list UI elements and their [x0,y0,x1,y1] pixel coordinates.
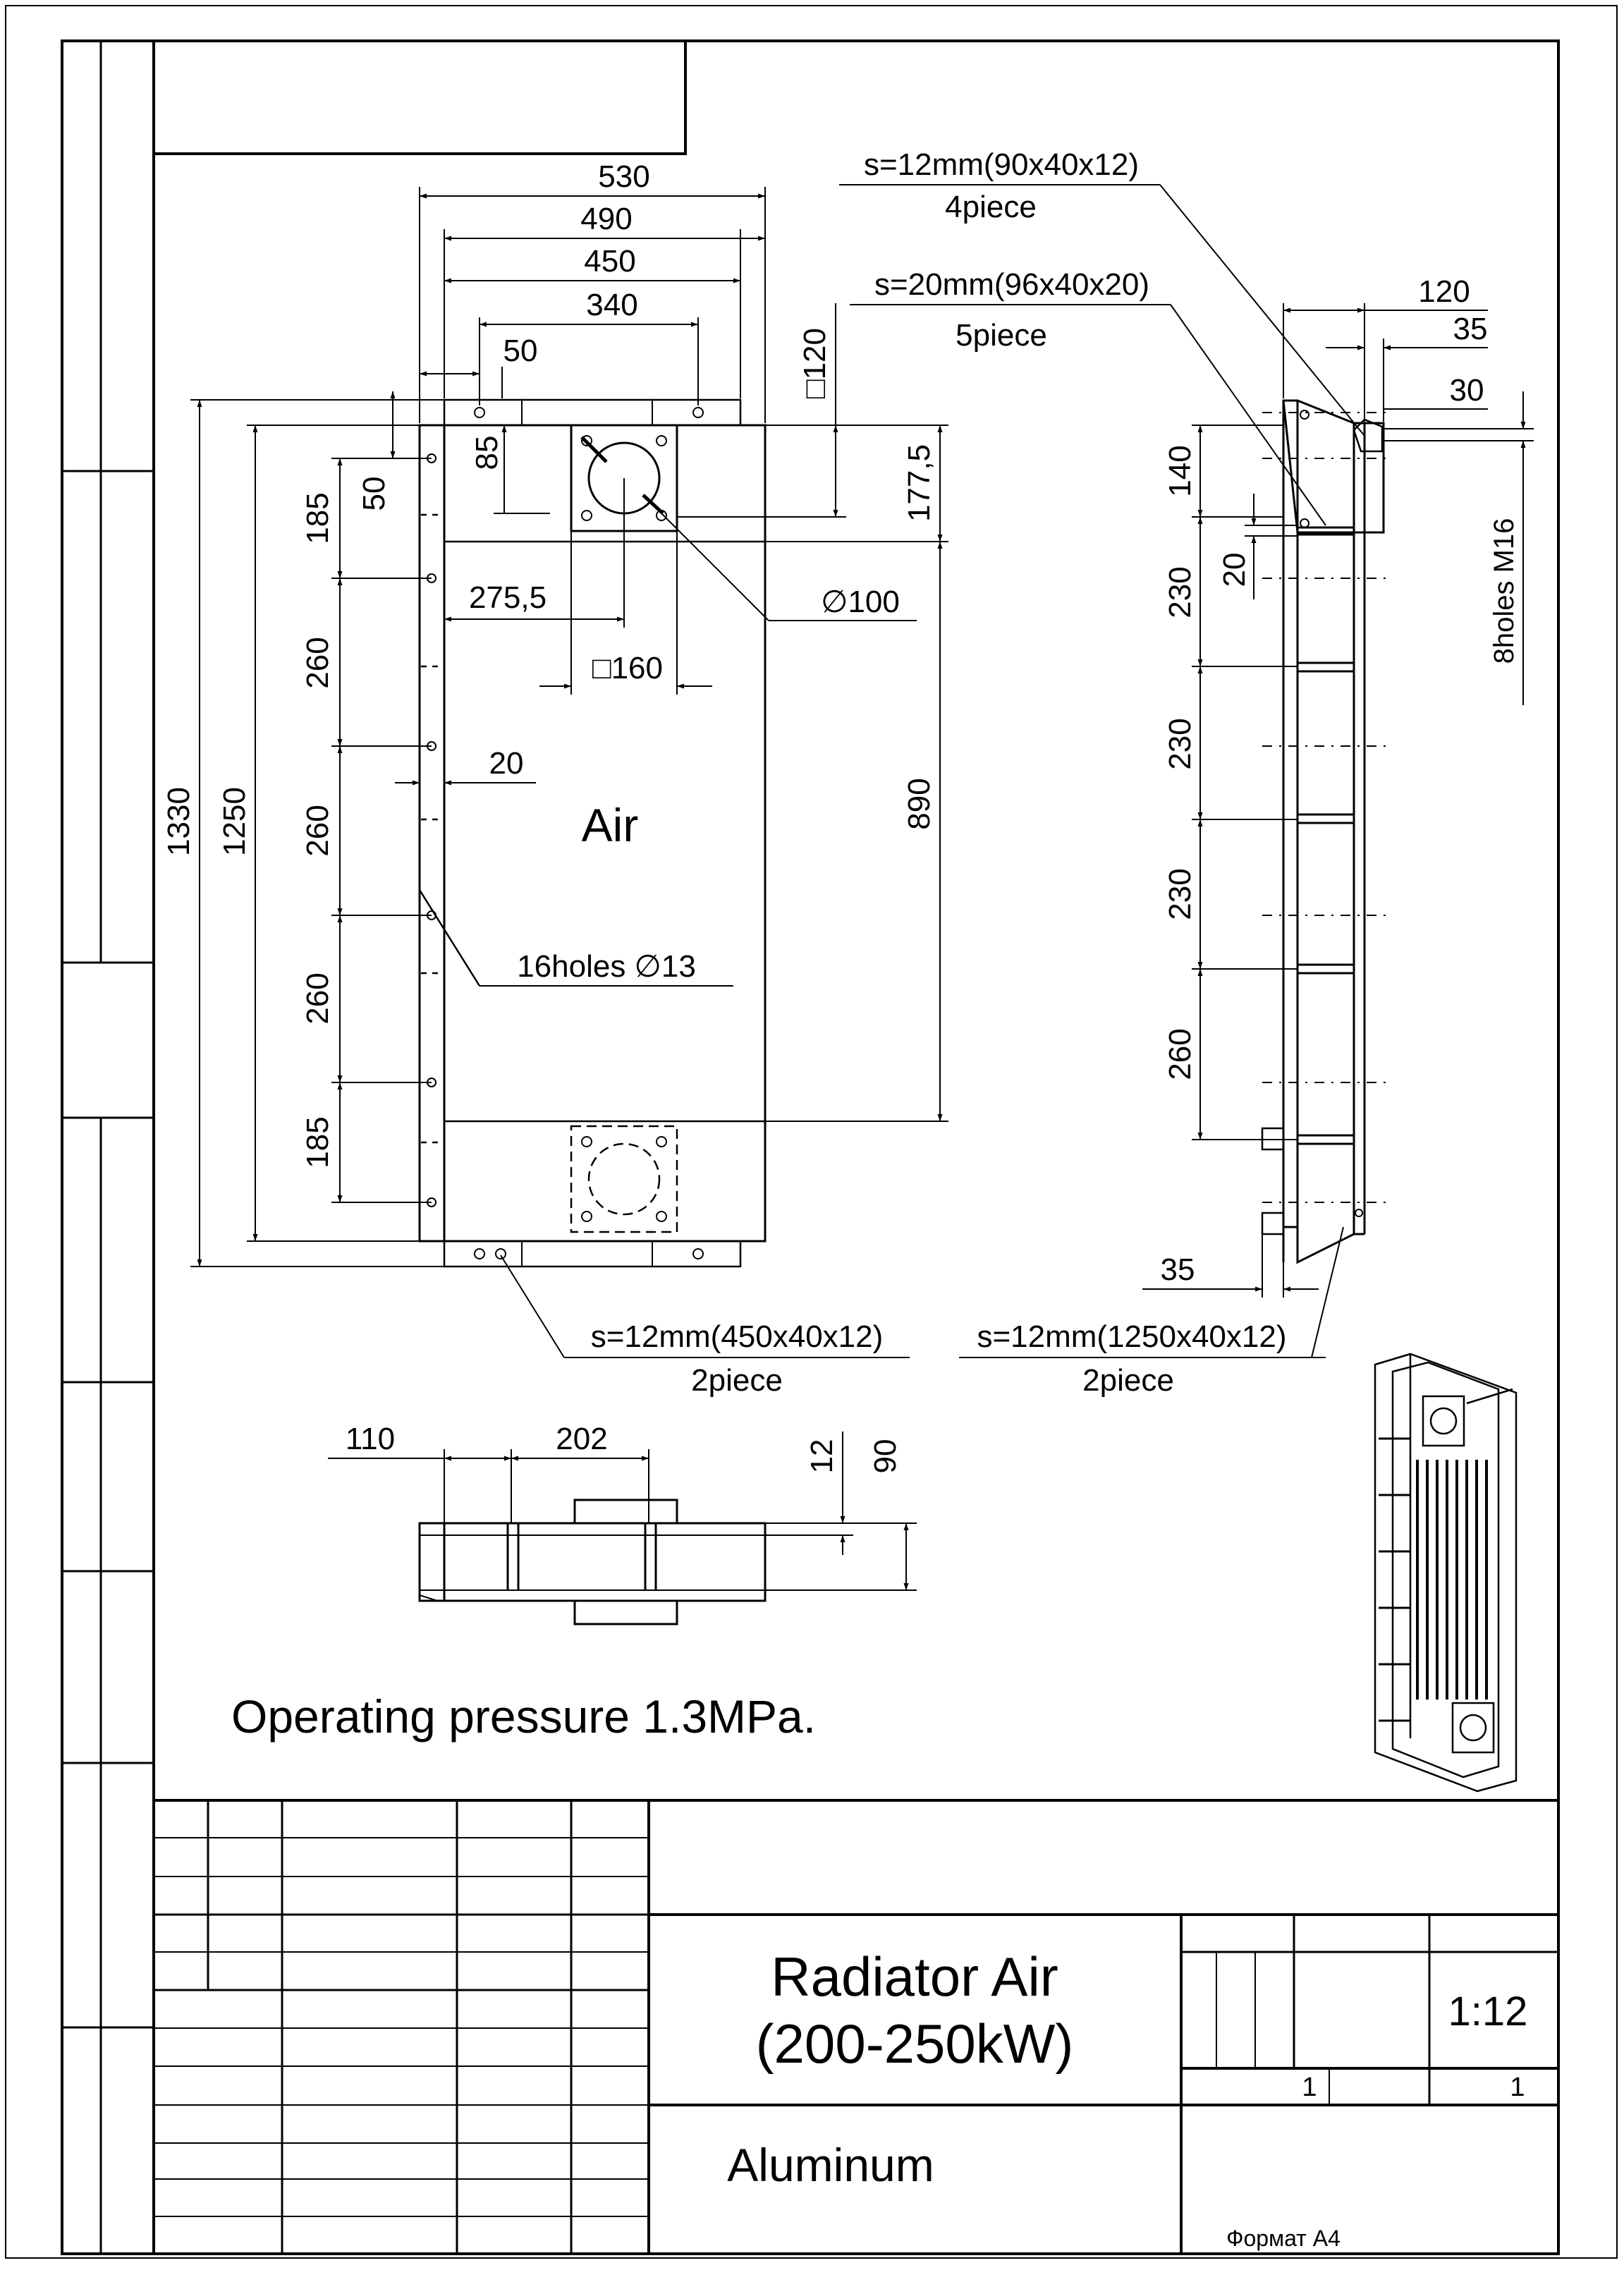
front-callouts: s=12mm(450x40x12) 2piece [500,1255,910,1398]
title-line-1: Radiator Air [771,1946,1058,2008]
holes-note-front: 16holes ∅13 [517,949,696,984]
operating-pressure-note: Operating pressure 1.3MPa. [231,1690,816,1743]
dim-1330: 1330 [161,787,196,856]
dim-185-bottom: 185 [300,1116,335,1168]
callout-top-bracket-spec: s=12mm(90x40x12) [864,147,1139,182]
dim-85: 85 [470,436,504,470]
side-callouts: s=12mm(90x40x12) 4piece s=20mm(96x40x20)… [839,147,1365,1398]
top-left-box [152,39,687,155]
front-view: Air [418,398,767,1268]
dim-260-2: 260 [300,805,335,856]
format-label: Формат А4 [1226,2226,1341,2251]
bottom-dim-202: 202 [556,1422,607,1456]
callout-stiffener-qty: 5piece [956,318,1047,353]
side-dim-230-2: 230 [1163,718,1197,769]
dim-50-vertical: 50 [357,477,391,511]
callout-side-rail-qty: 2piece [1082,1363,1174,1398]
bottom-dim-110: 110 [346,1422,395,1456]
bottom-dim-90: 90 [868,1439,903,1474]
material-label: Aluminum [727,2139,934,2191]
dim-square-120: □120 [798,328,832,398]
dim-260-1: 260 [300,637,335,688]
dim-185-top: 185 [300,492,335,544]
side-dim-20: 20 [1217,553,1252,587]
bottom-view [418,1499,767,1625]
side-dim-35-bottom: 35 [1161,1252,1195,1287]
sheets-total: 1 [1510,2073,1525,2102]
dim-177-5: 177,5 [902,444,936,522]
dim-530: 530 [598,159,649,194]
side-dim-35: 35 [1453,312,1488,346]
dim-20: 20 [489,746,524,781]
side-holes-note: 8holes M16 [1489,518,1520,664]
bottom-port-flange [570,1125,678,1233]
scale-label: 1:12 [1448,1989,1528,2034]
front-view-dimensions: 530 490 450 340 50 1330 1250 185 260 260… [161,159,948,1267]
side-view-dimensions: 120 35 30 8holes M16 140 230 230 230 260… [1142,274,1534,1298]
side-view [1261,399,1393,1264]
sheet-frame [5,5,1618,2259]
side-dim-30: 30 [1450,373,1484,408]
medium-label: Air [582,799,639,851]
title-block: Radiator Air (200-250kW) Aluminum 1:12 1… [154,1799,1558,2254]
sheet-number: 1 [1302,2073,1317,2102]
side-dim-140: 140 [1163,445,1197,496]
side-dim-260: 260 [1163,1028,1197,1080]
dim-260-3: 260 [300,972,335,1024]
callout-bottom-bar-spec: s=12mm(450x40x12) [591,1319,884,1354]
margin-stamp-columns [61,41,154,2254]
isometric-view [1374,1353,1518,1793]
dim-square-160: □160 [592,651,663,685]
side-dim-230-1: 230 [1163,566,1197,618]
callout-top-bracket-qty: 4piece [945,190,1037,224]
bottom-dim-12: 12 [805,1439,839,1474]
side-dim-120: 120 [1418,274,1470,309]
dim-1250: 1250 [217,787,252,856]
dim-340: 340 [586,288,637,322]
dim-890: 890 [902,778,936,829]
side-dim-230-3: 230 [1163,868,1197,920]
dim-490: 490 [580,202,632,236]
callout-bottom-bar-qty: 2piece [691,1363,783,1398]
dim-275-5: 275,5 [469,580,547,615]
bottom-view-dimensions: 110 202 12 90 [328,1422,917,1591]
callout-side-rail-spec: s=12mm(1250x40x12) [977,1319,1286,1354]
callout-stiffener-spec: s=20mm(96x40x20) [874,267,1149,302]
dim-diameter-100: ∅100 [821,585,900,619]
title-line-2: (200-250kW) [756,2013,1074,2075]
dim-450: 450 [584,244,635,279]
dim-50: 50 [503,334,538,368]
